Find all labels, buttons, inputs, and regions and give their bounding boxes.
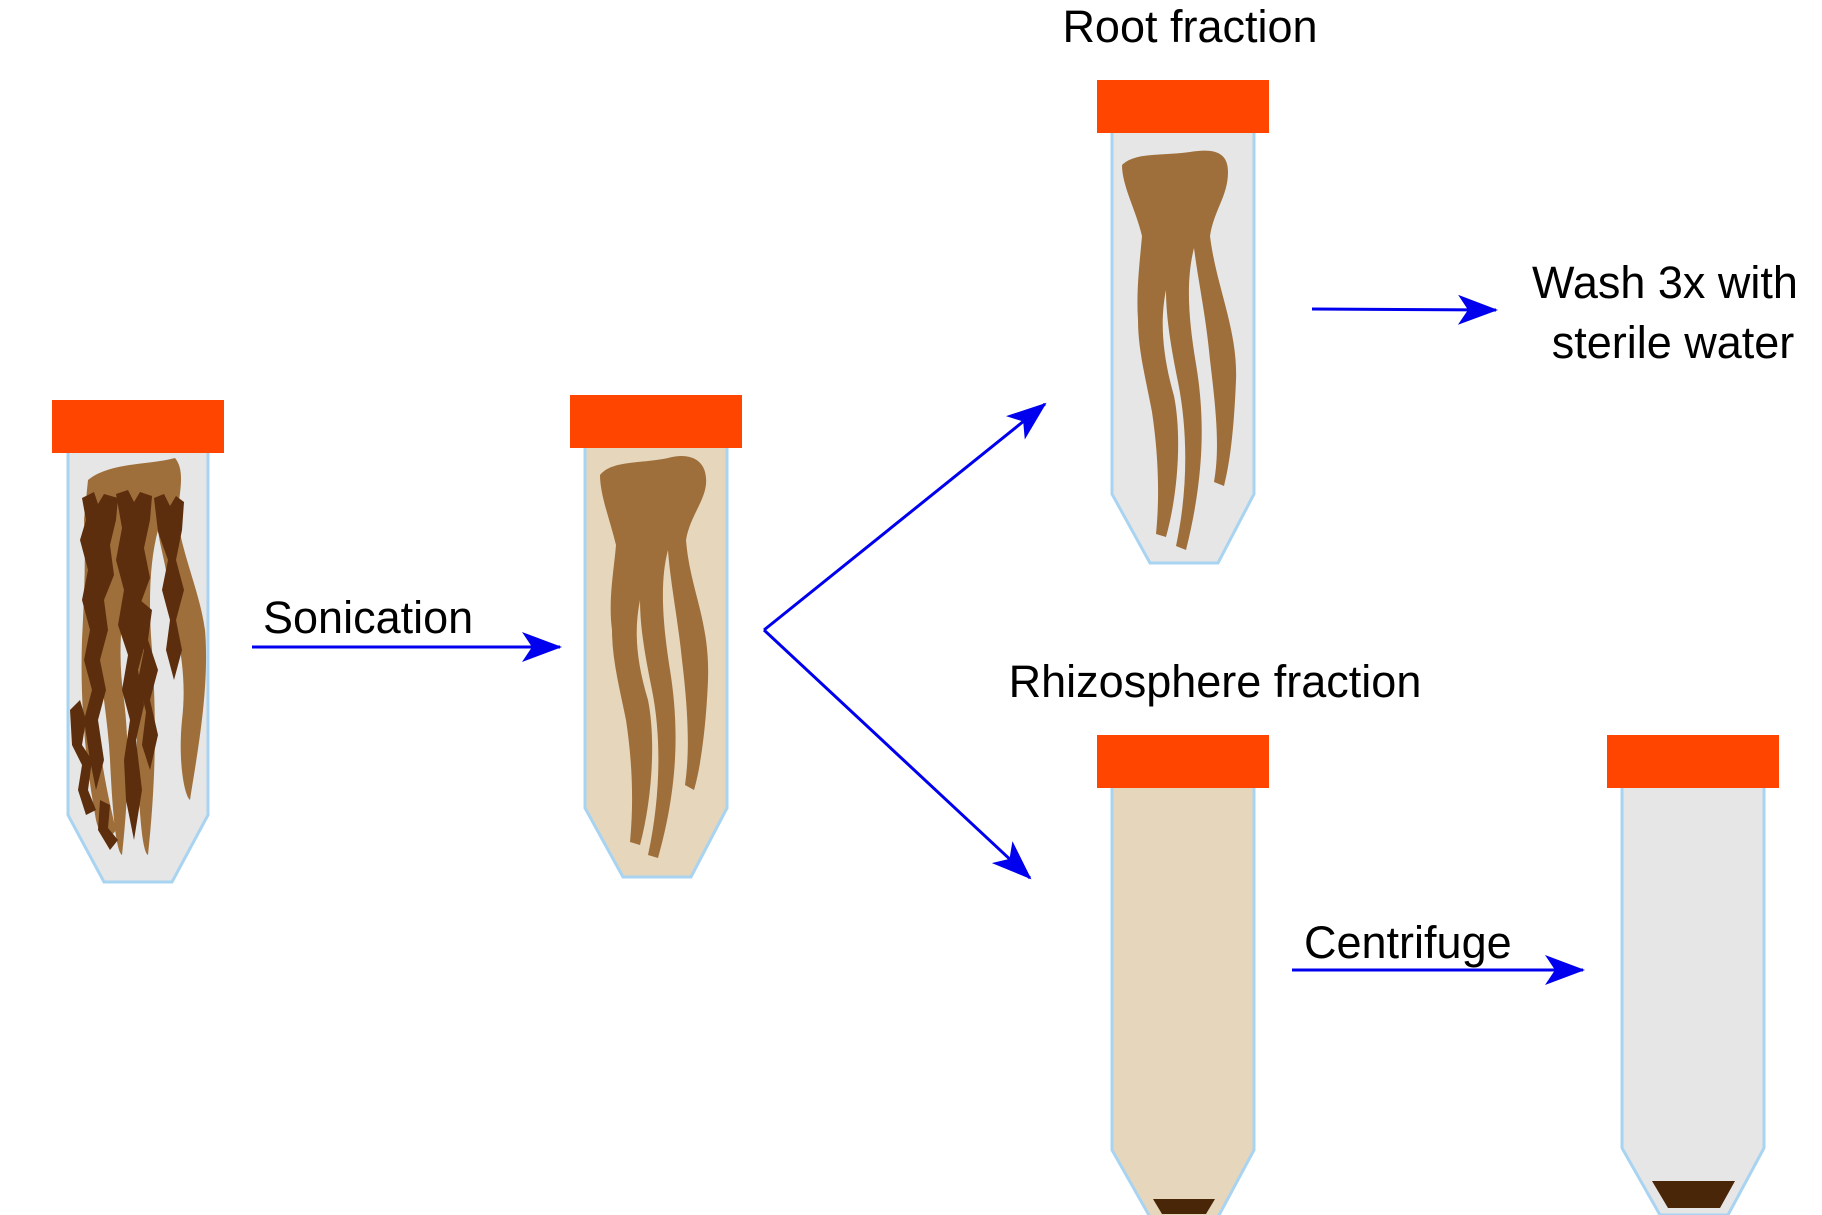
tube-cap — [1097, 80, 1269, 133]
tube-body — [1110, 783, 1256, 1215]
tube-centrifuged — [1607, 735, 1779, 1215]
tube-body — [1620, 783, 1766, 1215]
tube-root-fraction — [1097, 80, 1269, 565]
arrow-sonication: Sonication — [252, 592, 562, 662]
label-wash-line1: Wash 3x with — [1532, 257, 1798, 308]
pellet — [1652, 1181, 1735, 1208]
arrow-to-root-fraction — [763, 402, 1047, 632]
arrow-wash — [1311, 294, 1498, 325]
arrow-centrifuge: Centrifuge — [1292, 917, 1585, 985]
label-wash-line2: sterile water — [1552, 317, 1795, 368]
root-cluster — [1122, 150, 1237, 550]
label-rhizosphere-fraction: Rhizosphere fraction — [1009, 656, 1422, 707]
label-sonication: Sonication — [263, 592, 473, 643]
tube-roots-with-soil — [52, 400, 224, 884]
soil-clumps — [70, 490, 184, 850]
tube-sonicated — [570, 395, 742, 879]
tube-cap — [1607, 735, 1779, 788]
arrow-to-rhizosphere-fraction — [762, 628, 1032, 880]
root-cluster — [600, 456, 709, 858]
tube-cap — [52, 400, 224, 453]
tube-cap — [1097, 735, 1269, 788]
tube-cap — [570, 395, 742, 448]
label-root-fraction: Root fraction — [1062, 1, 1317, 52]
label-centrifuge: Centrifuge — [1304, 917, 1512, 968]
sediment — [1153, 1199, 1215, 1214]
tube-rhizosphere-fraction — [1097, 735, 1269, 1215]
